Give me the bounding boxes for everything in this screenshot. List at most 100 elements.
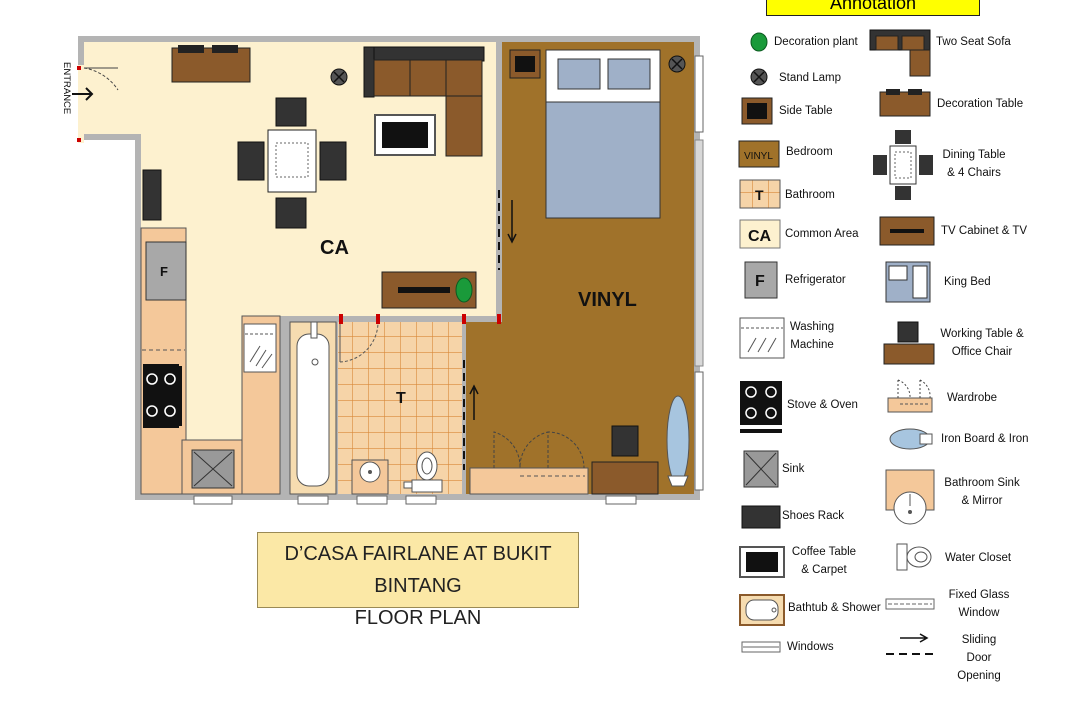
legend-label-sliding-door: Sliding Door Opening <box>957 634 1001 682</box>
bathroom-wall-right <box>462 322 466 494</box>
refrigerator <box>145 241 187 301</box>
coffee-table-icon <box>739 546 785 578</box>
stand-lamp-icon <box>750 68 768 86</box>
bedroom-label: VINYL <box>578 289 637 311</box>
legend-label-water-closet: Water Closet <box>945 552 1012 564</box>
bathroom-wall-top <box>280 316 502 322</box>
two-seat-sofa <box>363 46 485 157</box>
legend-label-tv-cabinet: TV Cabinet & TV <box>941 225 1028 237</box>
shoes-rack-icon <box>741 505 781 529</box>
decoration-table-item <box>178 45 204 53</box>
vinyl-icon-tag: VINYL <box>744 151 773 162</box>
working-table <box>591 425 659 495</box>
bathroom-icon-tag: T <box>755 187 764 203</box>
legend-label-bedroom: Bedroom <box>786 146 833 158</box>
wardrobe-icon <box>887 379 933 413</box>
legend-label-common-area: Common Area <box>785 228 859 240</box>
dining-table-icon <box>873 130 933 200</box>
legend-label-coffee-table: Coffee Table & Carpet <box>791 546 857 576</box>
decoration-plant-icon <box>750 32 768 52</box>
decoration-table <box>171 47 251 83</box>
floor-plan-subtitle: FLOOR PLAN <box>354 607 482 629</box>
tv-cabinet-icon <box>879 216 935 246</box>
sliding-door-openings <box>463 190 517 470</box>
entrance-label: ENTRANCE <box>61 62 72 114</box>
iron-board-icon <box>889 428 933 450</box>
legend-label-side-table: Side Table <box>779 105 833 117</box>
common-area-icon <box>739 219 781 249</box>
legend-label-stove-oven: Stove & Oven <box>787 399 858 411</box>
decoration-plant <box>455 277 473 303</box>
door-markers <box>339 314 501 324</box>
legend-label-stand-lamp: Stand Lamp <box>779 72 842 84</box>
decoration-table-icon <box>879 89 931 117</box>
common-area-label: CA <box>320 237 349 259</box>
washing-machine <box>243 323 277 373</box>
partition-wall <box>496 42 502 322</box>
vinyl-icon <box>738 140 780 168</box>
bathtub <box>289 321 337 495</box>
dining-table <box>237 97 347 229</box>
common-area-icon-tag: CA <box>748 228 772 245</box>
kitchen-sink <box>191 449 235 489</box>
water-closet-icon <box>896 543 932 571</box>
sink-icon <box>743 450 779 488</box>
legend-label-refrigerator: Refrigerator <box>785 274 846 286</box>
legend-label-bathroom: Bathroom <box>785 189 835 201</box>
bathroom-wall-left <box>280 316 286 496</box>
bathroom-sink <box>351 459 389 495</box>
two-seat-sofa-icon <box>869 29 931 77</box>
stand-lamp-bedroom <box>668 55 686 73</box>
legend-label-fixed-glass-window: Fixed Glass Window <box>948 589 1010 619</box>
windows <box>193 55 704 505</box>
washing-machine-icon <box>739 317 785 359</box>
iron-board <box>666 395 690 487</box>
legend-label-bathroom-sink: Bathroom Sink & Mirror <box>944 477 1020 507</box>
stove-oven-icon <box>740 381 782 433</box>
entrance-door <box>72 65 119 143</box>
legend-label-decoration-plant: Decoration plant <box>774 36 858 48</box>
floor-plan-title: D’CASA FAIRLANE AT BUKIT BINTANG <box>284 543 552 597</box>
refrigerator-icon-tag: F <box>755 273 765 290</box>
bathroom-door-swing <box>339 321 379 363</box>
bathroom-label: T <box>396 390 406 407</box>
legend-label-washing-machine: Washing Machine <box>789 321 835 351</box>
fixed-glass-window-icon <box>885 598 935 610</box>
decoration-table-item <box>212 45 238 53</box>
working-table-icon <box>883 321 935 365</box>
stand-lamp <box>330 68 348 86</box>
legend-label-decoration-table: Decoration Table <box>937 98 1024 110</box>
legend-label-wardrobe: Wardrobe <box>947 392 998 404</box>
wardrobe <box>469 431 589 495</box>
legend-label-sink: Sink <box>782 463 805 475</box>
stove-oven <box>143 364 182 428</box>
window-icon <box>741 641 781 653</box>
bathroom-icon <box>739 179 781 209</box>
side-table <box>509 49 541 79</box>
sliding-door-icon <box>886 633 936 655</box>
king-bed <box>545 49 661 219</box>
legend-label-iron-board: Iron Board & Iron <box>941 433 1029 445</box>
bathtub-icon <box>739 594 785 626</box>
refrigerator-icon <box>744 261 778 299</box>
coffee-table <box>374 114 436 156</box>
legend-icons-left: VINYL T CA F <box>738 32 785 653</box>
fridge-label: F <box>160 264 168 279</box>
legend-label-two-seat-sofa: Two Seat Sofa <box>936 36 1011 48</box>
annotation-heading: Annotation <box>766 0 980 16</box>
legend-label-bathtub: Bathtub & Shower <box>788 602 881 614</box>
legend-label-dining-table: Dining Table & 4 Chairs <box>942 149 1006 179</box>
shoes-rack <box>142 169 162 221</box>
king-bed-icon <box>885 261 931 303</box>
legend-label-working-table: Working Table & Office Chair <box>940 328 1024 358</box>
water-closet <box>403 451 443 493</box>
legend-label-shoes-rack: Shoes Rack <box>782 510 845 522</box>
legend-label-king-bed: King Bed <box>944 276 991 288</box>
floor-plan-title-box: D’CASA FAIRLANE AT BUKIT BINTANG FLOOR P… <box>257 532 579 629</box>
side-table-icon <box>741 97 773 125</box>
legend-icons-right <box>869 29 936 655</box>
bathroom-sink-icon <box>885 469 935 525</box>
legend-label-windows: Windows <box>787 641 834 653</box>
